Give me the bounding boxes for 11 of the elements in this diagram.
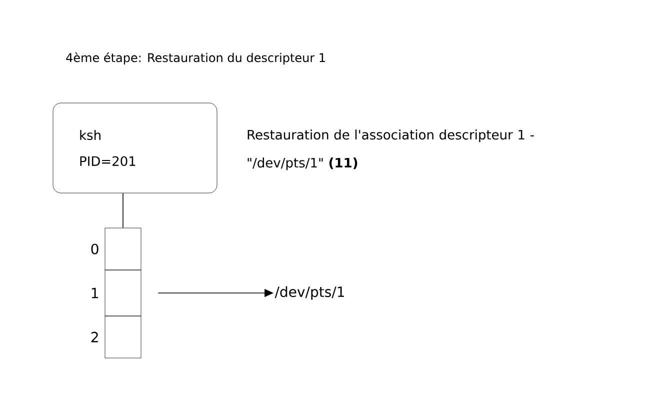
table-cell <box>104 228 142 270</box>
index-number: 0 <box>91 244 98 254</box>
index-number: 1 <box>92 288 98 298</box>
path-label: /dev/pts/1 <box>274 286 344 300</box>
table-cell <box>104 270 142 316</box>
title: 4ème étape: Restauration du descripteur 1 <box>66 52 325 64</box>
description-text: Restauration de l'association descripteur 1 - "/dev/pts/1" (11) <box>248 130 534 170</box>
process-box: ksh PID=201 <box>52 102 218 194</box>
connector-line <box>122 192 124 228</box>
index-number: 2 <box>91 332 98 342</box>
table-cell <box>104 316 142 358</box>
